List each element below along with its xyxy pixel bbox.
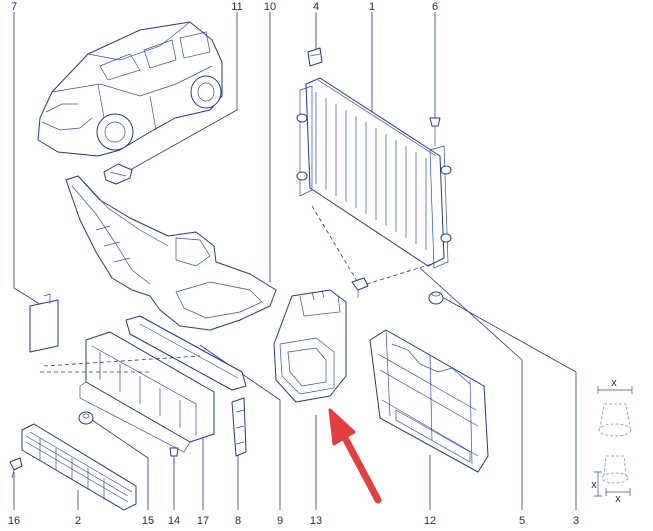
part-15-plug	[78, 411, 94, 425]
callout-numbers: 7 11 10 4 1 6 16 2 15 14 17 8 9 13 12 5 …	[8, 1, 579, 527]
callout-17: 17	[197, 515, 209, 527]
part-17-frame	[79, 331, 215, 453]
callout-10: 10	[264, 1, 276, 13]
part-7-plate	[29, 293, 59, 353]
callout-13: 13	[310, 515, 322, 527]
callout-11: 11	[231, 1, 242, 13]
suv-car-outline	[37, 21, 223, 157]
assembly-line-left	[43, 355, 201, 367]
part-5-bracket	[351, 277, 369, 298]
callout-1: 1	[369, 1, 375, 13]
callout-12: 12	[424, 515, 436, 527]
callout-16: 16	[8, 515, 20, 527]
assembly-line-mid-2	[359, 263, 433, 287]
callout-8: 8	[235, 515, 241, 527]
callout-7: 7	[11, 1, 17, 13]
part-3-mount	[428, 291, 444, 305]
part-16-pin	[9, 457, 23, 479]
part-12-frame	[369, 329, 489, 473]
callout-4: 4	[313, 1, 319, 13]
detail-mount-illustration	[594, 386, 633, 497]
part-4-clip	[307, 47, 323, 67]
callout-5: 5	[519, 515, 525, 527]
part-13-shroud	[273, 289, 347, 403]
assembly-line-mid	[311, 205, 361, 287]
part-14-screw	[169, 447, 179, 464]
part-6-screw	[429, 117, 441, 146]
part-8-bracket	[231, 397, 247, 457]
detail-x-bottom-b: x	[615, 493, 621, 505]
part-11-bracket	[103, 163, 133, 185]
part-10-air-duct	[65, 175, 277, 331]
red-pointer-arrow	[328, 408, 382, 504]
part-2-grille	[21, 423, 137, 511]
part-9-deflector	[125, 315, 247, 391]
callout-2: 2	[75, 515, 81, 527]
callout-15: 15	[142, 515, 154, 527]
callout-6: 6	[432, 1, 438, 13]
callout-9: 9	[277, 515, 283, 527]
callout-3: 3	[573, 515, 579, 527]
detail-x-top: x	[611, 377, 617, 389]
part-1-radiator	[296, 77, 452, 269]
callout-14: 14	[168, 515, 180, 527]
detail-x-bottom-a: x	[591, 479, 597, 491]
